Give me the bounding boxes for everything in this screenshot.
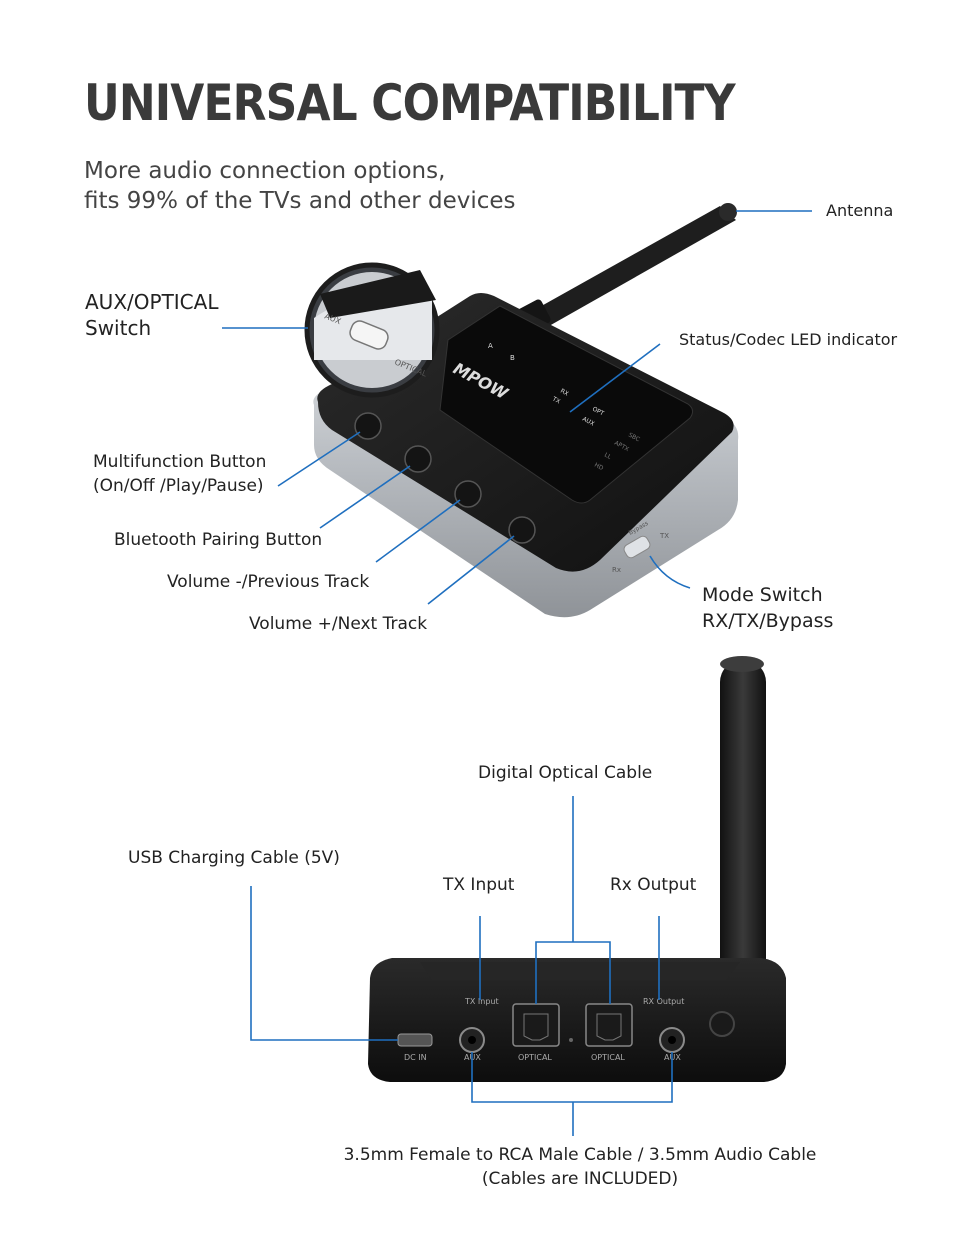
volume-minus-label: Volume -/Previous Track — [167, 572, 370, 592]
back-tx-input-label: TX Input — [464, 997, 499, 1006]
cables-line-1: 3.5mm Female to RCA Male Cable / 3.5mm A… — [343, 1145, 817, 1165]
bottom-leader-lines — [250, 796, 673, 1136]
back-optical-left-label: OPTICAL — [518, 1053, 552, 1062]
led-ll-label: LL — [603, 452, 613, 462]
mode-switch-line-2: RX/TX/Bypass — [702, 610, 834, 632]
antenna-label: Antenna — [826, 201, 894, 220]
device-buttons — [354, 412, 536, 544]
led-rx-label: RX — [559, 388, 570, 398]
top-leader-lines — [222, 210, 812, 605]
device-top-display — [439, 305, 694, 504]
led-hd-label: HD — [593, 462, 605, 473]
digital-optical-cable-label: Digital Optical Cable — [478, 763, 653, 783]
status-led-label: Status/Codec LED indicator — [679, 330, 898, 349]
mode-switch-label: Mode Switch RX/TX/Bypass — [702, 582, 833, 634]
cables-line-2: (Cables are INCLUDED) — [481, 1169, 679, 1189]
subtitle-line-1: More audio connection options, — [84, 158, 446, 184]
subtitle-line-2: fits 99% of the TVs and other devices — [84, 188, 516, 214]
led-b-label: B — [510, 354, 515, 362]
mode-rx-label: Rx — [612, 566, 621, 574]
device-back-ports — [397, 1003, 735, 1053]
led-a-label: A — [488, 342, 493, 350]
subtitle: More audio connection options, fits 99% … — [84, 156, 516, 216]
cables-label: 3.5mm Female to RCA Male Cable / 3.5mm A… — [330, 1143, 830, 1191]
multifunction-line-1: Multifunction Button — [93, 452, 267, 472]
rx-output-label: Rx Output — [610, 875, 697, 895]
antenna-top — [509, 203, 737, 337]
antenna-bottom — [720, 656, 766, 1000]
tx-input-label: TX Input — [443, 875, 515, 895]
multifunction-button-label: Multifunction Button (On/Off /Play/Pause… — [93, 450, 266, 498]
back-rx-output-label: RX Output — [643, 997, 684, 1006]
led-sbc-label: SBC — [627, 432, 641, 444]
page-title: UNIVERSAL COMPATIBILITY — [84, 74, 736, 132]
switch-zoom-circle: AUX OPTICAL — [304, 262, 440, 398]
led-opt-label: OPT — [591, 406, 605, 418]
mode-tx-label: TX — [659, 532, 669, 540]
aux-optical-line-2: Switch — [85, 316, 152, 340]
aux-optical-switch-label: AUX/OPTICAL Switch — [85, 289, 218, 341]
usb-charging-cable-label: USB Charging Cable (5V) — [128, 848, 340, 868]
led-tx-label: TX — [550, 395, 561, 405]
mode-switch-line-1: Mode Switch — [702, 584, 823, 606]
back-dc-in-label: DC IN — [404, 1053, 427, 1062]
back-optical-right-label: OPTICAL — [591, 1053, 625, 1062]
pairing-button-label: Bluetooth Pairing Button — [114, 530, 323, 550]
multifunction-line-2: (On/Off /Play/Pause) — [93, 476, 264, 496]
volume-plus-label: Volume +/Next Track — [249, 614, 428, 634]
aux-optical-line-1: AUX/OPTICAL — [85, 290, 219, 314]
